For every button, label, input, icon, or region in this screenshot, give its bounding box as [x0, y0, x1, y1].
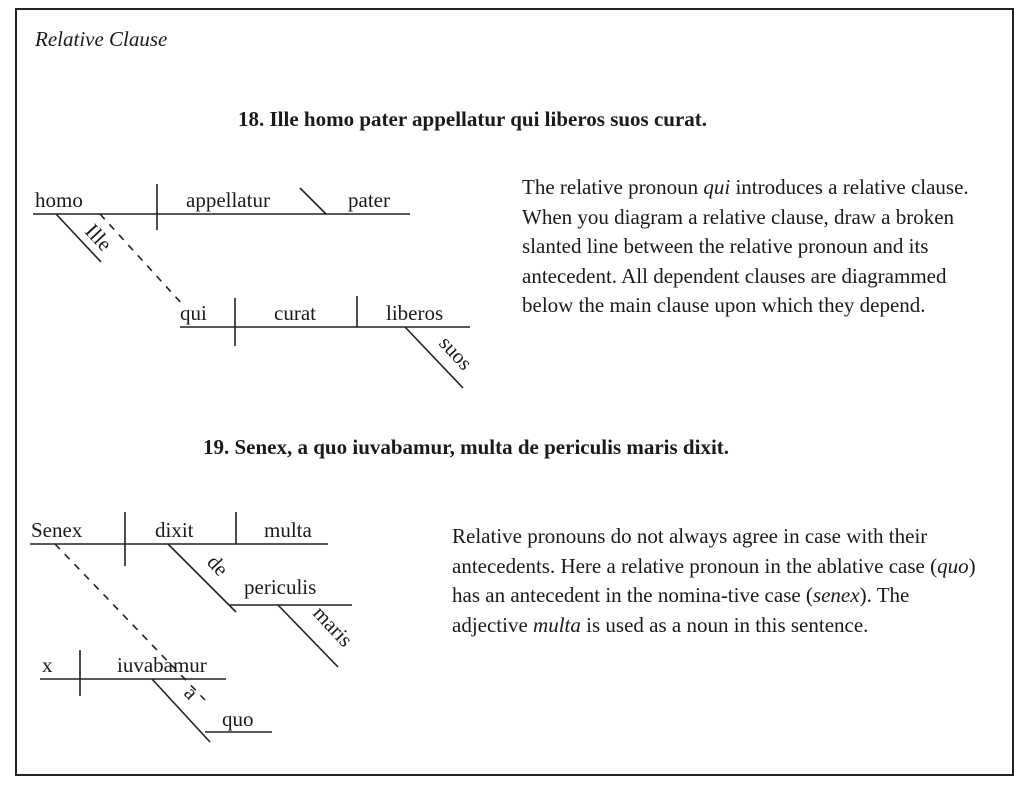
- ex19-explanation-part: senex: [812, 583, 860, 607]
- ex18-explanation-part: qui: [703, 175, 731, 199]
- section-label: Relative Clause: [35, 27, 168, 51]
- ex19-explanation-part: Relative pronouns do not always agree in…: [452, 524, 938, 578]
- example-19-title: 19. Senex, a quo iuvabamur, multa de per…: [203, 435, 730, 459]
- ex18-relative-dashed-line: [99, 213, 184, 306]
- example-18-title: 18. Ille homo pater appellatur qui liber…: [238, 107, 708, 131]
- ex19-prep-line: [167, 543, 237, 613]
- page-frame: [15, 8, 1014, 776]
- ex19-explanation-part: multa: [533, 612, 581, 637]
- ex18-complement-divider: [299, 187, 327, 215]
- ex19-word-rel-pronoun: quo: [222, 707, 254, 731]
- ex19-explanation-part: ) has an antecedent in the nomina-tive c…: [452, 553, 976, 608]
- ex19-word-subject: Senex: [31, 518, 83, 542]
- ex19-word-prep: de: [202, 550, 233, 581]
- ex19-word-verb: dixit: [155, 518, 194, 542]
- ex18-word-rel-object: liberos: [386, 301, 443, 325]
- ex18-word-subject: homo: [35, 188, 83, 212]
- ex19-word-rel-prep: a: [179, 681, 203, 705]
- ex19-word-rel-verb: iuvabamur: [117, 653, 207, 677]
- ex18-word-complement: pater: [348, 188, 390, 212]
- ex18-word-rel-pronoun: qui: [180, 301, 207, 325]
- example-19-explanation: Relative pronouns do not always agree in…: [452, 522, 982, 640]
- ex19-word-object: multa: [264, 518, 313, 542]
- ex18-word-rel-verb: curat: [274, 301, 316, 325]
- ex19-explanation-part: ). The adjective: [452, 583, 910, 637]
- ex19-rel-prep-line: [151, 678, 211, 743]
- ex19-word-rel-subject: x: [42, 653, 53, 677]
- ex18-explanation-part: The relative pronoun: [522, 175, 704, 199]
- ex19-word-prep-object: periculis: [244, 575, 316, 599]
- ex18-rel-modifier-line: [404, 326, 464, 389]
- example-18-explanation: The relative pronoun qui introduces a re…: [522, 173, 1002, 321]
- ex19-genitive-line: [277, 604, 339, 668]
- ex18-word-verb: appellatur: [186, 188, 270, 212]
- ex19-explanation-part: is used as a noun in this sentence.: [580, 612, 869, 637]
- ex19-explanation-part: quo: [937, 553, 969, 578]
- ex18-explanation-part: introduces a relative clause. When you d…: [522, 175, 969, 317]
- ex18-modifier-line: [55, 213, 102, 263]
